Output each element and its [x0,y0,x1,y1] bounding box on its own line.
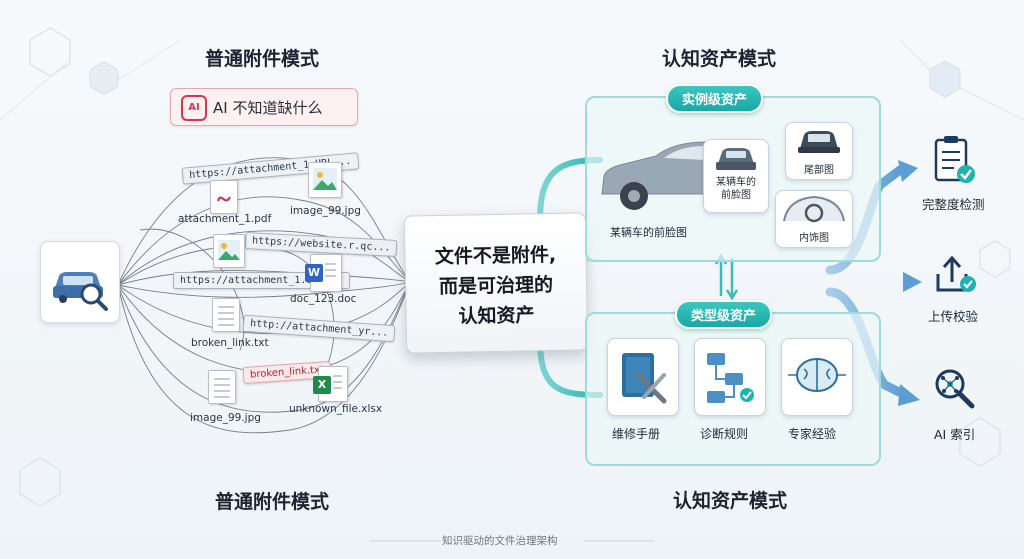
type-item-1: 维修手册 [612,427,661,441]
output-label-1: 完整度检测 [922,197,985,212]
rear-view-card: 尾部图 [785,122,853,180]
brain-icon [788,358,846,392]
checklist-icon [934,136,975,183]
warning-badge: AI AI 不知道缺什么 [170,88,358,126]
center-message-card: 文件不是附件, 而是可治理的 认知资产 [403,212,589,354]
expert-experience-card [781,338,853,416]
image-icon [213,234,245,268]
file-label-1: attachment_1.pdf [178,213,272,225]
file-label-4: broken_link.txt [191,337,269,349]
flowchart-icon [707,353,754,403]
type-asset-pill: 类型级资产 [675,300,773,329]
front-view-label: 某辆车的 前脸图 [716,177,756,201]
car-front-icon [716,148,756,170]
ai-warning-icon: AI [181,95,207,121]
repair-manual-card [607,338,679,416]
output-label-3: AI 索引 [934,427,976,442]
interior-view-label: 内饰图 [799,233,829,244]
upload-icon [936,255,976,292]
diagnosis-rules-card [694,338,766,416]
car-search-icon [53,272,108,311]
warning-badge-text: AI 不知道缺什么 [213,99,323,117]
word-icon: W [305,254,342,292]
footer-caption: 知识驱动的文件治理架构 [442,535,558,547]
center-line-1: 文件不是附件, [434,243,557,269]
rear-view-label: 尾部图 [804,165,834,176]
front-view-card: 某辆车的 前脸图 [703,139,769,213]
instance-asset-pill: 实例级资产 [666,84,764,113]
type-item-3: 专家经验 [788,427,837,441]
pdf-icon [210,180,238,214]
ai-search-icon [935,369,975,409]
car-front-label: 某辆车的前脸图 [610,226,687,239]
right-title-top: 认知资产模式 [662,48,777,70]
right-title-bottom: 认知资产模式 [673,490,788,512]
center-line-3: 认知资产 [458,304,535,328]
file-label-3: doc_123.doc [290,293,357,305]
type-item-2: 诊断规则 [700,427,749,441]
output-label-2: 上传校验 [928,309,979,324]
left-title-top: 普通附件模式 [205,48,320,70]
excel-icon: X [313,366,348,402]
left-title-bottom: 普通附件模式 [215,491,330,513]
file-label-2: image_99.jpg [290,205,361,217]
car-interior-icon [783,195,845,223]
source-car-card [40,241,120,323]
center-line-2: 而是可治理的 [438,274,554,298]
text-file-icon [212,298,240,332]
text-file-icon [208,370,236,404]
interior-view-card: 内饰图 [775,190,853,248]
image-icon [308,162,342,198]
file-label-6: unknown_file.xlsx [289,403,383,415]
file-label-5: image_99.jpg [190,412,261,424]
manual-wrench-icon [622,353,667,404]
car-rear-icon [798,131,840,153]
